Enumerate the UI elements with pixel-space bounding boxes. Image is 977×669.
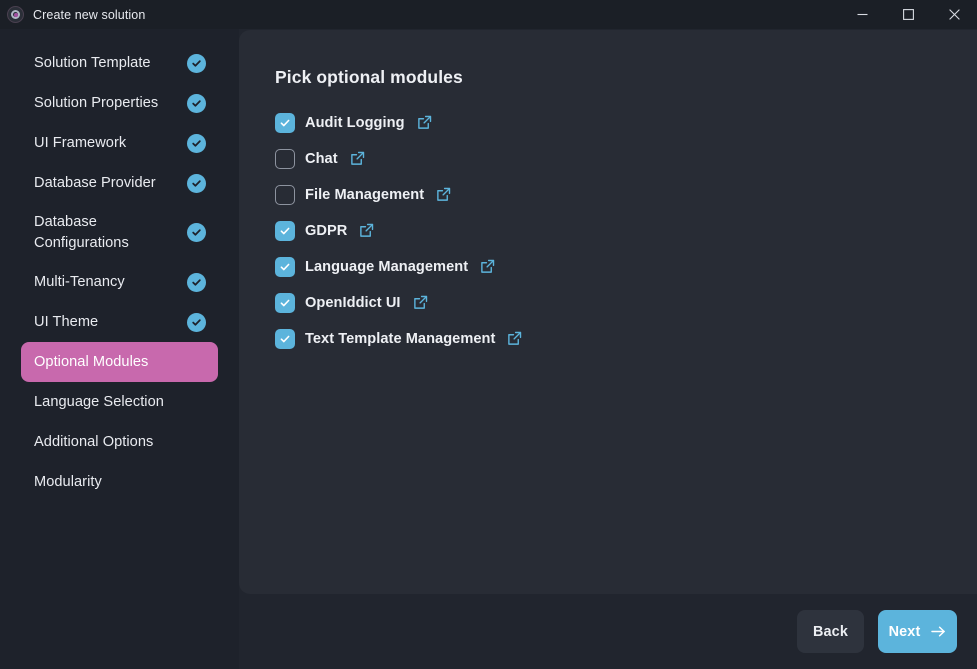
module-row-text-template-management: Text Template Management bbox=[275, 327, 977, 350]
module-checkbox-openiddict-ui[interactable] bbox=[275, 292, 295, 313]
sidebar-item-solution-template[interactable]: Solution Template bbox=[21, 43, 218, 83]
external-link-icon[interactable] bbox=[350, 151, 365, 166]
window-controls bbox=[839, 0, 977, 29]
arrow-right-icon bbox=[931, 625, 946, 638]
window-title: Create new solution bbox=[33, 7, 146, 22]
module-label: File Management bbox=[305, 186, 425, 203]
sidebar-item-database-provider[interactable]: Database Provider bbox=[21, 163, 218, 203]
module-label: Text Template Management bbox=[305, 330, 496, 347]
sidebar-item-label: Database Provider bbox=[34, 174, 156, 191]
module-checkbox-gdpr[interactable] bbox=[275, 220, 295, 241]
sidebar-item-ui-theme[interactable]: UI Theme bbox=[21, 302, 218, 342]
maximize-icon[interactable] bbox=[885, 0, 931, 29]
optional-modules-list: Audit Logging Chat bbox=[275, 111, 977, 350]
step-completed-check-icon bbox=[187, 133, 206, 153]
external-link-icon[interactable] bbox=[417, 115, 432, 130]
module-label: Audit Logging bbox=[305, 114, 405, 131]
sidebar-item-solution-properties[interactable]: Solution Properties bbox=[21, 83, 218, 123]
module-label: Language Management bbox=[305, 258, 469, 275]
external-link-icon[interactable] bbox=[480, 259, 495, 274]
module-checkbox-chat[interactable] bbox=[275, 148, 295, 169]
page-title: Pick optional modules bbox=[275, 67, 463, 87]
sidebar-item-label: Solution Template bbox=[34, 54, 151, 71]
step-completed-check-icon bbox=[187, 272, 206, 292]
close-icon[interactable] bbox=[931, 0, 977, 29]
step-completed-check-icon bbox=[187, 312, 206, 332]
sidebar-item-additional-options[interactable]: Additional Options bbox=[21, 422, 218, 462]
sidebar-item-label: UI Theme bbox=[34, 314, 99, 331]
step-completed-check-icon bbox=[187, 223, 206, 243]
sidebar-item-label: Additional Options bbox=[34, 434, 154, 451]
window-body: Solution Template Solution Properties UI… bbox=[0, 29, 977, 669]
optional-modules-card: Pick optional modules Audit Logging bbox=[239, 30, 977, 594]
next-button[interactable]: Next bbox=[878, 610, 957, 653]
module-checkbox-audit-logging[interactable] bbox=[275, 112, 295, 133]
sidebar-item-language-selection[interactable]: Language Selection bbox=[21, 382, 218, 422]
step-completed-check-icon bbox=[187, 53, 206, 73]
next-button-label: Next bbox=[888, 623, 921, 640]
sidebar-item-ui-framework[interactable]: UI Framework bbox=[21, 123, 218, 163]
sidebar-item-modularity[interactable]: Modularity bbox=[21, 462, 218, 502]
title-bar-left: Create new solution bbox=[0, 6, 145, 23]
sidebar-item-database-configurations[interactable]: Database Configurations bbox=[21, 203, 218, 262]
sidebar-item-multi-tenancy[interactable]: Multi-Tenancy bbox=[21, 262, 218, 302]
module-checkbox-text-template-management[interactable] bbox=[275, 328, 295, 349]
sidebar-item-optional-modules[interactable]: Optional Modules bbox=[21, 342, 218, 383]
external-link-icon[interactable] bbox=[413, 295, 428, 310]
external-link-icon[interactable] bbox=[359, 223, 374, 238]
wizard-footer: Back Next bbox=[239, 594, 977, 669]
wizard-steps-sidebar: Solution Template Solution Properties UI… bbox=[0, 29, 239, 669]
module-row-openiddict-ui: OpenIddict UI bbox=[275, 291, 977, 314]
step-completed-check-icon bbox=[187, 93, 206, 113]
sidebar-item-label: Language Selection bbox=[34, 394, 164, 411]
sidebar-item-label: Solution Properties bbox=[34, 94, 159, 111]
module-row-chat: Chat bbox=[275, 147, 977, 170]
module-checkbox-language-management[interactable] bbox=[275, 256, 295, 277]
module-label: GDPR bbox=[305, 222, 348, 239]
module-label: Chat bbox=[305, 150, 338, 167]
step-completed-check-icon bbox=[187, 173, 206, 193]
main-panel: Pick optional modules Audit Logging bbox=[239, 29, 977, 669]
module-row-audit-logging: Audit Logging bbox=[275, 111, 977, 134]
module-row-language-management: Language Management bbox=[275, 255, 977, 278]
external-link-icon[interactable] bbox=[436, 187, 451, 202]
module-checkbox-file-management[interactable] bbox=[275, 184, 295, 205]
sidebar-item-label: Database Configurations bbox=[34, 214, 129, 251]
sidebar-item-label: Multi-Tenancy bbox=[34, 274, 125, 291]
title-bar: Create new solution bbox=[0, 0, 977, 29]
sidebar-item-label: Optional Modules bbox=[34, 354, 149, 371]
module-row-gdpr: GDPR bbox=[275, 219, 977, 242]
sidebar-item-label: Modularity bbox=[34, 474, 102, 491]
module-label: OpenIddict UI bbox=[305, 294, 401, 311]
module-row-file-management: File Management bbox=[275, 183, 977, 206]
abp-studio-logo-icon bbox=[7, 6, 24, 23]
sidebar-item-label: UI Framework bbox=[34, 134, 127, 151]
back-button[interactable]: Back bbox=[797, 610, 864, 653]
minimize-icon[interactable] bbox=[839, 0, 885, 29]
external-link-icon[interactable] bbox=[507, 331, 522, 346]
